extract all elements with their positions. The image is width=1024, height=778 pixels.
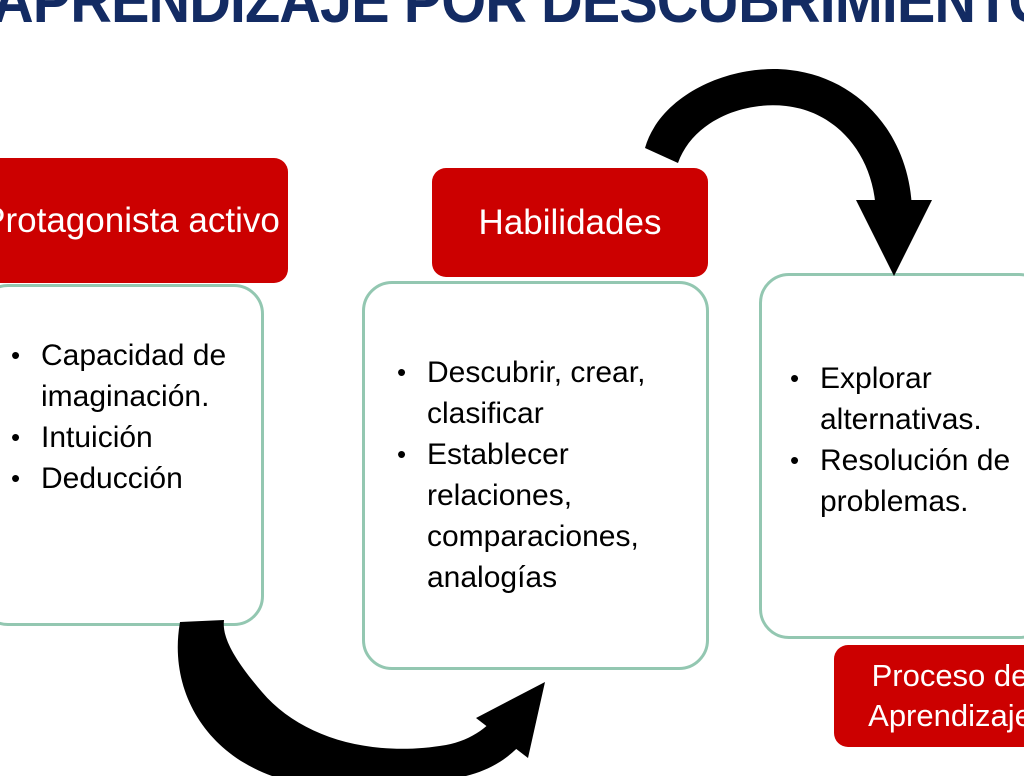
header-pill-proceso-de-aprendizaje[interactable]: Proceso de Aprendizaje	[834, 645, 1024, 747]
card-proceso-de-aprendizaje: Explorar alternativas. Resolución de pro…	[759, 273, 1024, 639]
bullet-list-middle: Descubrir, crear, clasificar Establecer …	[365, 284, 706, 598]
list-item: Capacidad de imaginación.	[7, 335, 251, 417]
list-item: Descubrir, crear, clasificar	[393, 352, 694, 434]
bullet-list-left: Capacidad de imaginación. Intuición Dedu…	[0, 287, 261, 499]
header-pill-protagonista-activo[interactable]: Protagonista activo	[0, 158, 288, 283]
list-item: Resolución de problemas.	[786, 440, 1024, 522]
header-pill-protagonista-label: Protagonista activo	[0, 200, 280, 240]
card-habilidades: Descubrir, crear, clasificar Establecer …	[362, 281, 709, 670]
list-item: Deducción	[7, 458, 251, 499]
list-item: Intuición	[7, 417, 251, 458]
header-pill-proceso-label: Proceso de Aprendizaje	[868, 658, 1024, 733]
bullet-list-right: Explorar alternativas. Resolución de pro…	[762, 276, 1024, 522]
page-title: APRENDIZAJE POR DESCUBRIMIENTO	[0, 0, 1024, 36]
list-item: Explorar alternativas.	[786, 358, 1024, 440]
card-protagonista-activo: Capacidad de imaginación. Intuición Dedu…	[0, 284, 264, 626]
list-item: Establecer relaciones, comparaciones, an…	[393, 434, 694, 598]
header-pill-habilidades-label: Habilidades	[478, 202, 662, 242]
header-pill-habilidades[interactable]: Habilidades	[432, 168, 708, 277]
